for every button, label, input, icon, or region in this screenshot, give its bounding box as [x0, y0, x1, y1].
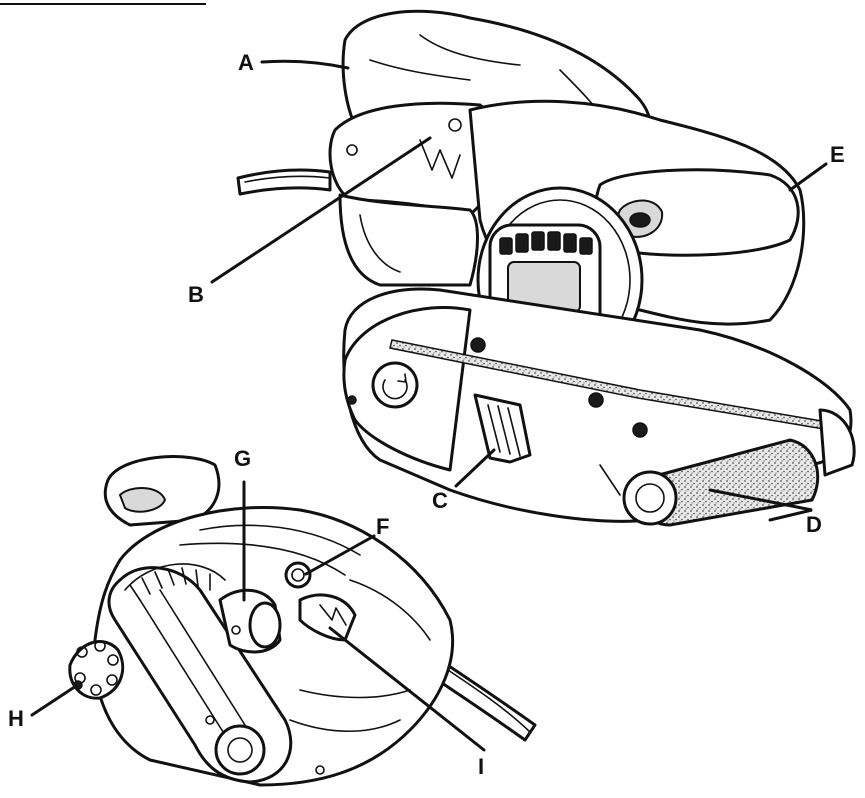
trigger-switch	[298, 593, 357, 642]
callout-D: D	[806, 512, 822, 537]
power-cord-top	[236, 168, 332, 196]
dial-ribs-top	[499, 231, 593, 255]
power-cord-bottom	[428, 658, 537, 742]
lock-on-button	[284, 561, 312, 589]
sander-front-view	[236, 9, 856, 527]
callout-letters: A B C D E F G H I	[8, 50, 845, 779]
leader-C	[454, 448, 496, 488]
leader-A	[260, 59, 350, 70]
callout-F: F	[376, 514, 389, 539]
leader-F	[304, 534, 376, 576]
leader-I	[328, 626, 486, 752]
front-roller-cap	[622, 470, 678, 526]
callout-A: A	[238, 50, 254, 75]
callout-H: H	[8, 706, 24, 731]
callout-G: G	[234, 446, 251, 471]
sander-rear-view	[68, 455, 537, 787]
callout-E: E	[830, 142, 845, 167]
drive-wheel-ribs	[124, 563, 226, 601]
callout-B: B	[188, 282, 204, 307]
tracking-knob-lobes	[74, 640, 119, 696]
leader-B	[210, 136, 432, 284]
belt-tension-lever	[473, 393, 532, 464]
leader-E	[788, 162, 828, 192]
callout-I: I	[478, 754, 484, 779]
handle-loop	[338, 193, 479, 287]
leader-H	[30, 684, 78, 717]
leader-D	[708, 488, 813, 522]
leader-lines	[30, 59, 828, 752]
callout-C: C	[432, 488, 448, 513]
